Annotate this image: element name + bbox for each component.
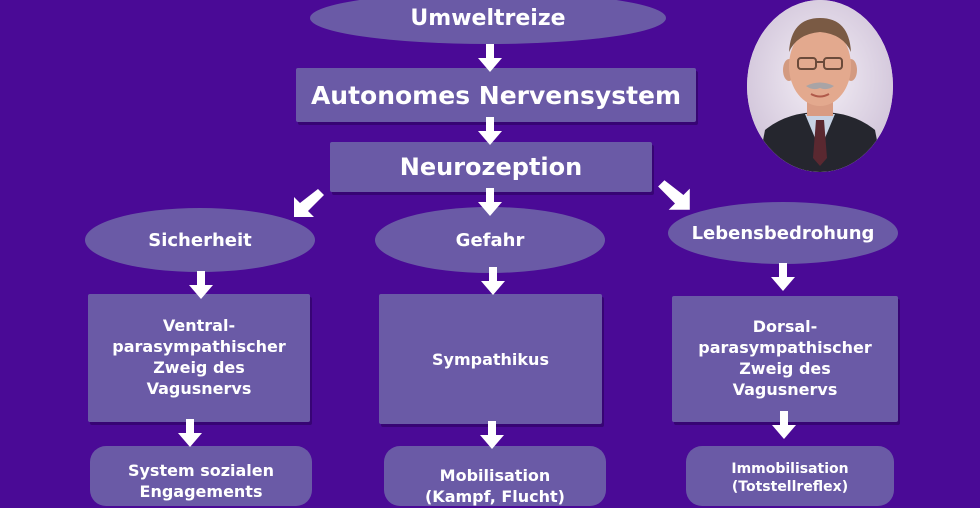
node-dorsal-vagus-label: Dorsal- parasympathischer Zweig des Vagu… xyxy=(698,317,872,399)
node-neurozeption-label: Neurozeption xyxy=(399,153,583,181)
arrow-down-icon xyxy=(478,117,502,145)
node-gefahr: Gefahr xyxy=(375,207,605,273)
arrow-down-icon xyxy=(478,188,502,216)
node-lebensbedrohung-label: Lebensbedrohung xyxy=(691,222,875,244)
arrow-down-icon xyxy=(480,421,504,449)
node-sicherheit-label: Sicherheit xyxy=(148,229,252,251)
node-sicherheit: Sicherheit xyxy=(85,208,315,272)
arrow-down-icon xyxy=(478,44,502,72)
node-sympathikus: Sympathikus xyxy=(379,294,602,424)
node-ventral-vagus: Ventral- parasympathischer Zweig des Vag… xyxy=(88,294,310,422)
node-autonomes-nervensystem-label: Autonomes Nervensystem xyxy=(310,80,682,110)
arrow-down-right-icon xyxy=(658,180,690,210)
person-portrait xyxy=(747,0,893,172)
node-immobilisation-label: Immobilisation (Totstellreflex) xyxy=(731,461,849,496)
arrow-down-icon xyxy=(178,419,202,447)
node-gefahr-label: Gefahr xyxy=(455,229,525,251)
node-mobilisation-label: Mobilisation (Kampf, Flucht) xyxy=(424,466,565,506)
person-portrait-icon xyxy=(747,0,893,172)
arrow-down-left-icon xyxy=(294,189,324,217)
arrow-down-icon xyxy=(772,411,796,439)
arrow-down-icon xyxy=(771,263,795,291)
arrow-down-icon xyxy=(189,271,213,299)
node-immobilisation: Immobilisation (Totstellreflex) xyxy=(686,446,894,506)
node-neurozeption: Neurozeption xyxy=(330,142,652,192)
node-ventral-vagus-label: Ventral- parasympathischer Zweig des Vag… xyxy=(112,316,286,398)
node-lebensbedrohung: Lebensbedrohung xyxy=(668,202,898,264)
node-autonomes-nervensystem: Autonomes Nervensystem xyxy=(296,68,696,122)
node-system-sozialen-engagements-label: System sozialen Engagements xyxy=(127,461,275,501)
node-mobilisation: Mobilisation (Kampf, Flucht) xyxy=(384,446,606,506)
node-dorsal-vagus: Dorsal- parasympathischer Zweig des Vagu… xyxy=(672,296,898,422)
node-sympathikus-label: Sympathikus xyxy=(432,349,549,369)
node-umweltreize-label: Umweltreize xyxy=(410,5,566,31)
node-umweltreize: Umweltreize xyxy=(310,0,666,44)
arrow-down-icon xyxy=(481,267,505,295)
node-system-sozialen-engagements: System sozialen Engagements xyxy=(90,446,312,506)
